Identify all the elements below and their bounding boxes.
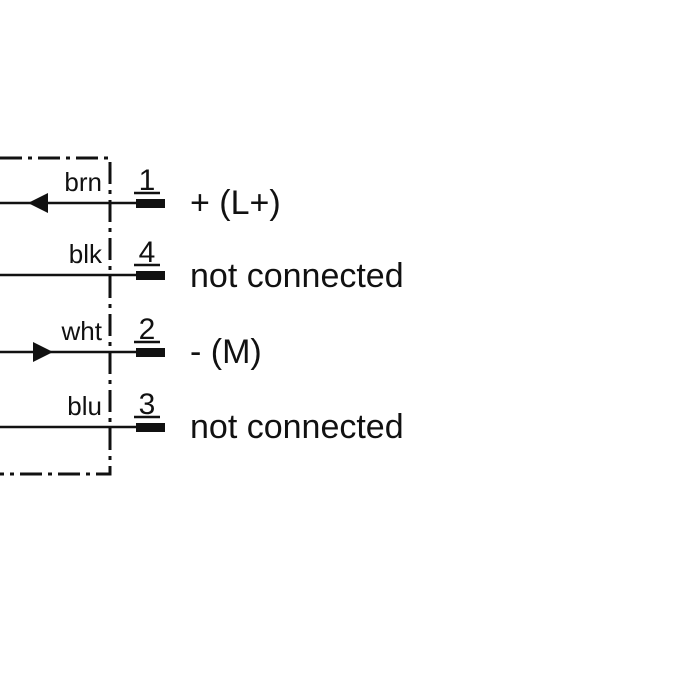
arrow-right-icon xyxy=(33,342,53,362)
wire-color-label: wht xyxy=(61,316,103,346)
signal-label: not connected xyxy=(190,408,404,446)
pin-number: 1 xyxy=(139,164,156,197)
pin-terminal xyxy=(136,199,165,208)
pin-row-2: wht 2 - (M) xyxy=(0,313,262,371)
wire-color-label: brn xyxy=(64,167,102,197)
device-boundary xyxy=(0,156,112,476)
signal-label: not connected xyxy=(190,257,404,295)
pin-number: 2 xyxy=(139,313,156,346)
pin-terminal xyxy=(136,271,165,280)
signal-label: - (M) xyxy=(190,333,262,371)
pin-number: 3 xyxy=(139,388,156,421)
wire-color-label: blu xyxy=(67,391,102,421)
pin-terminal xyxy=(136,423,165,432)
arrow-left-icon xyxy=(28,193,48,213)
pin-row-1: brn 1 + (L+) xyxy=(0,164,281,222)
wire-color-label: blk xyxy=(69,239,103,269)
pin-number: 4 xyxy=(139,236,156,269)
pin-row-4: blk 4 not connected xyxy=(0,236,404,295)
pin-terminal xyxy=(136,348,165,357)
signal-label: + (L+) xyxy=(190,184,281,222)
pin-row-3: blu 3 not connected xyxy=(0,388,404,446)
